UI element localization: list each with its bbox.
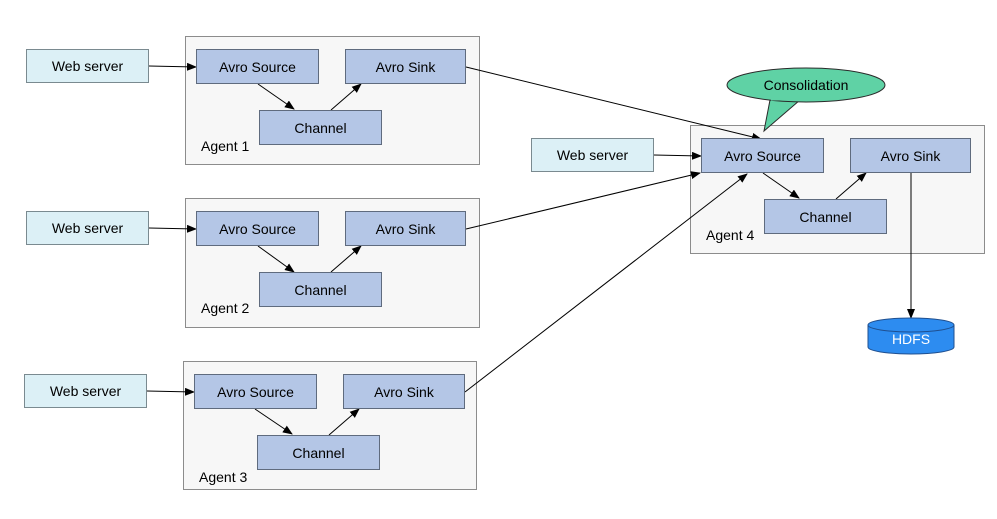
arrow-sink3-to-source4 (464, 173, 748, 393)
arrow-source3-to-channel3 (254, 408, 293, 435)
agent-3-label: Agent 3 (199, 469, 248, 485)
agent-1-avro-source: Avro Source (196, 49, 319, 84)
arrow-web4-to-source4 (653, 151, 702, 160)
arrow-web3-to-source3 (146, 387, 195, 396)
agent-4-label: Agent 4 (706, 227, 755, 243)
agent-4-avro-sink: Avro Sink (850, 138, 971, 173)
consolidation-label: Consolidation (763, 77, 849, 93)
agent-3-avro-source: Avro Source (194, 374, 317, 409)
agent-3-channel: Channel (257, 435, 380, 470)
agent-4-avro-source: Avro Source (701, 138, 824, 173)
arrow-source1-to-channel1 (257, 83, 295, 110)
agent-2-avro-source: Avro Source (196, 211, 319, 246)
arrow-sink2-to-source4 (465, 171, 701, 230)
agent-1-avro-sink: Avro Sink (345, 49, 466, 84)
hdfs-cylinder-icon (867, 317, 955, 355)
agent-3-avro-sink: Avro Sink (343, 374, 465, 409)
consolidation-callout (726, 67, 886, 133)
arrow-source4-to-channel4 (762, 172, 800, 199)
arrow-web1-to-source1 (148, 62, 197, 71)
agent-2-label: Agent 2 (201, 300, 250, 316)
agent-1-channel: Channel (259, 110, 382, 145)
arrow-channel2-to-sink2 (330, 245, 362, 273)
arrow-channel3-to-sink3 (328, 408, 360, 436)
arrow-channel4-to-sink4 (835, 172, 867, 200)
agent-1-label: Agent 1 (201, 138, 250, 154)
web-server-4: Web server (531, 138, 654, 172)
arrow-channel1-to-sink1 (330, 83, 362, 111)
arrow-web2-to-source2 (148, 224, 197, 233)
agent-2-channel: Channel (259, 272, 382, 307)
web-server-3: Web server (24, 374, 147, 408)
arrow-sink1-to-source4 (465, 66, 762, 141)
web-server-2: Web server (26, 211, 149, 245)
agent-2-avro-sink: Avro Sink (345, 211, 466, 246)
arrow-source2-to-channel2 (257, 245, 295, 273)
agent-4-channel: Channel (764, 199, 887, 234)
hdfs-label: HDFS (891, 331, 931, 347)
web-server-1: Web server (26, 49, 149, 83)
